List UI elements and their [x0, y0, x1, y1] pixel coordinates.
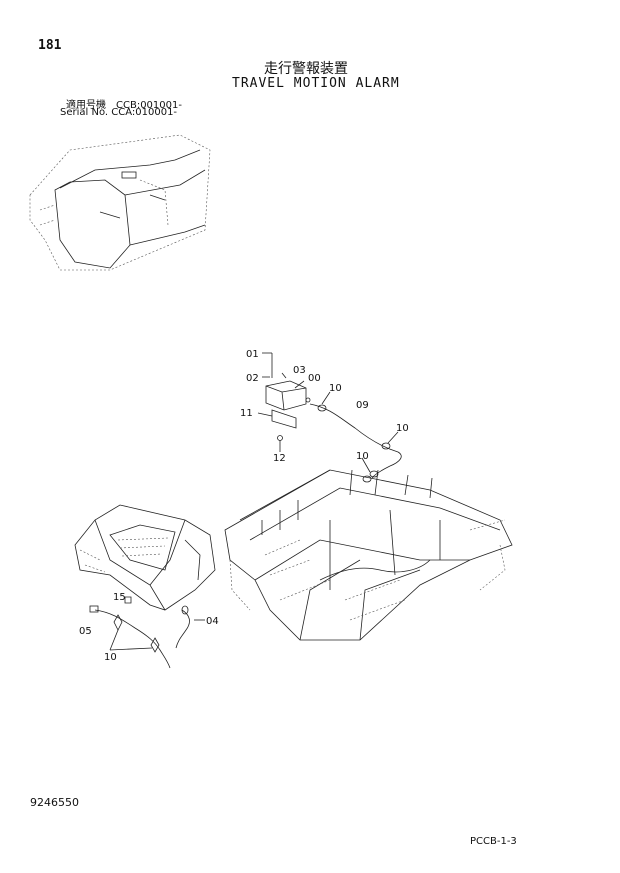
- counterweight-illustration: [74, 504, 216, 611]
- callout-10-c: 10: [356, 451, 369, 462]
- title-english: TRAVEL MOTION ALARM: [232, 76, 400, 91]
- frame-illustration: [224, 469, 513, 641]
- title-japanese: 走行警報装置: [264, 61, 348, 77]
- callout-11: 11: [240, 408, 253, 419]
- callout-10-b: 10: [396, 423, 409, 434]
- callout-01: 01: [246, 349, 259, 360]
- callout-04: 04: [206, 616, 219, 627]
- alarm-unit-group: [257, 352, 311, 452]
- serial-number-en: Serial No. CCA:010001-: [60, 107, 178, 118]
- callout-05: 05: [79, 626, 92, 637]
- document-number: 9246550: [30, 796, 79, 809]
- callout-10-d: 10: [104, 652, 117, 663]
- page-code: PCCB-1-3: [470, 836, 517, 847]
- machine-overview-illustration: [29, 134, 211, 271]
- rear-harness-04: [89, 596, 205, 669]
- callout-02: 02: [246, 373, 259, 384]
- callout-15: 15: [113, 592, 126, 603]
- page-number: 181: [38, 38, 62, 53]
- callout-10-a: 10: [329, 383, 342, 394]
- callout-09: 09: [356, 400, 369, 411]
- callout-12: 12: [273, 453, 286, 464]
- harness-09: [309, 391, 402, 483]
- serial-applicable-ja: 適用号機 CCB:001001-: [66, 100, 182, 111]
- callout-00: 00: [308, 373, 321, 384]
- callout-03: 03: [293, 365, 306, 376]
